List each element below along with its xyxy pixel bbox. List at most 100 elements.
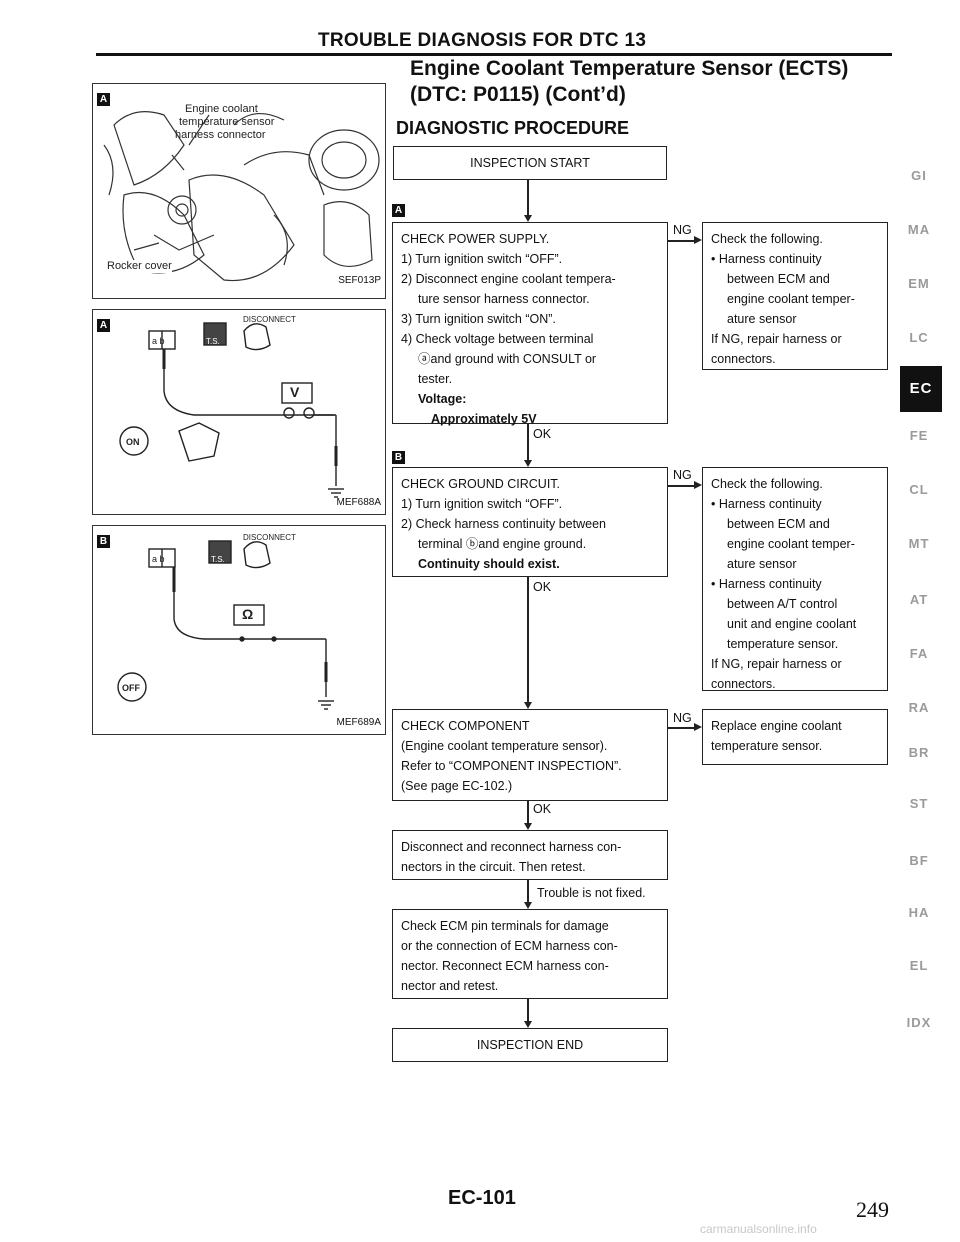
ng-a-line: between ECM and [727,272,830,286]
step-e-line: nector. Reconnect ECM harness con- [401,959,609,973]
page-code: EC-101 [448,1187,516,1209]
flow-connector [527,180,529,216]
side-tab[interactable]: MT [908,536,930,551]
inspection-end-text: INSPECTION END [476,1038,584,1052]
figure-engine-connector: A Engine coolant temperature sensor harn… [92,83,386,299]
page-header-title: TROUBLE DIAGNOSIS FOR DTC 13 [318,30,647,51]
trouble-label: Trouble is not fixed. [537,886,646,900]
ng-a-line: engine coolant temper- [727,292,855,306]
header-rule [96,53,892,56]
flow-connector [668,485,694,487]
figure-code: MEF688A [336,497,381,508]
flow-arrow [524,460,532,467]
side-tab[interactable]: EL [909,958,929,973]
step-c-line: CHECK COMPONENT [401,719,530,733]
continuity-check-diagram [117,540,334,710]
voltmeter-symbol: V [290,384,300,400]
side-tab[interactable]: MA [907,222,931,237]
step-e-box: Check ECM pin terminals for damage or th… [392,909,668,999]
step-a-line: tester. [418,372,453,386]
flow-arrow [694,236,702,244]
ng-c-line: temperature sensor. [711,739,823,753]
ignition-switch-on: ON [126,437,140,447]
step-b-spec: Continuity should exist. [418,557,560,571]
side-tab-active[interactable]: EC [900,366,942,412]
flow-arrow [694,481,702,489]
step-a-box: CHECK POWER SUPPLY. 1) Turn ignition swi… [392,222,668,426]
ng-b-line: • Harness continuity [711,577,822,591]
ng-a-box: Check the following. • Harness continuit… [702,222,888,370]
label-harness-connector: harness connector [175,129,266,141]
flow-connector [527,880,529,904]
flow-arrow [524,215,532,222]
side-tab[interactable]: CL [909,482,929,497]
side-tab[interactable]: FA [909,646,929,661]
step-c-line: Refer to “COMPONENT INSPECTION”. [401,759,622,773]
step-a-line: CHECK POWER SUPPLY. [401,232,550,246]
step-b-marker: B [392,451,405,464]
ng-label: NG [673,711,692,725]
ng-a-line: Check the following. [711,232,823,246]
ng-c-line: Replace engine coolant [711,719,842,733]
test-switch-label: T.S. [211,555,225,564]
flow-connector [668,727,694,729]
ng-b-line: unit and engine coolant [727,617,857,631]
step-a-line: ⓐand ground with CONSULT or [418,352,597,366]
side-tab[interactable]: ST [909,796,929,811]
procedure-title: DIAGNOSTIC PROCEDURE [396,118,630,138]
side-tab[interactable]: BR [908,745,930,760]
flow-connector [668,240,694,242]
ng-b-line: between ECM and [727,517,830,531]
side-tab[interactable]: AT [909,592,929,607]
inspection-end-box: INSPECTION END [392,1028,668,1062]
ng-a-line: If NG, repair harness or [711,332,842,346]
step-a-spec-value: Approximately 5V [431,412,537,426]
flow-connector [527,577,529,703]
side-tab[interactable]: IDX [906,1015,932,1030]
ng-b-line: Check the following. [711,477,823,491]
ng-b-line: If NG, repair harness or [711,657,842,671]
figure-code: SEF013P [338,275,381,286]
step-a-line: 4) Check voltage between terminal [401,332,594,346]
step-b-box: CHECK GROUND CIRCUIT. 1) Turn ignition s… [392,467,668,577]
side-tab[interactable]: HA [908,905,930,920]
ohmmeter-symbol: Ω [242,606,254,622]
flow-arrow [524,902,532,909]
ignition-switch-off: OFF [122,683,140,693]
figure-voltage-check: A DISCONNECT a b T.S. V ON MEF688A [92,309,386,515]
ng-c-box: Replace engine coolant temperature senso… [702,709,888,765]
watermark: carmanualsonline.info [700,1222,817,1236]
flow-arrow [694,723,702,731]
side-tab[interactable]: FE [909,428,929,443]
step-e-line: or the connection of ECM harness con- [401,939,618,953]
side-tab[interactable]: GI [911,168,927,183]
side-tab[interactable]: LC [909,330,929,345]
ng-b-line: • Harness continuity [711,497,822,511]
side-tab[interactable]: BF [909,853,929,868]
step-b-line: CHECK GROUND CIRCUIT. [401,477,561,491]
ng-a-line: • Harness continuity [711,252,822,266]
engine-illustration [103,111,380,282]
step-a-line: 2) Disconnect engine coolant tempera- [401,272,616,286]
ok-label: OK [533,427,552,441]
ng-b-line: temperature sensor. [727,637,839,651]
flow-arrow [524,1021,532,1028]
figure-marker: A [97,93,110,106]
flow-connector [527,999,529,1023]
ok-label: OK [533,580,552,594]
ng-b-line: ature sensor [727,557,797,571]
ng-b-line: between A/T control [727,597,838,611]
step-d-box: Disconnect and reconnect harness con- ne… [392,830,668,880]
ng-b-line: engine coolant temper- [727,537,855,551]
connector-terminals: a b [152,336,165,346]
inspection-start-text: INSPECTION START [470,156,590,170]
step-e-line: nector and retest. [401,979,499,993]
step-a-marker: A [392,204,405,217]
figure-continuity-check: B DISCONNECT a b T.S. Ω OFF MEF689A [92,525,386,735]
ng-label: NG [673,223,692,237]
step-a-spec-label: Voltage: [418,392,467,406]
side-tab[interactable]: RA [908,700,930,715]
side-tab[interactable]: EM [908,276,930,291]
flow-connector [527,801,529,825]
ng-label: NG [673,468,692,482]
